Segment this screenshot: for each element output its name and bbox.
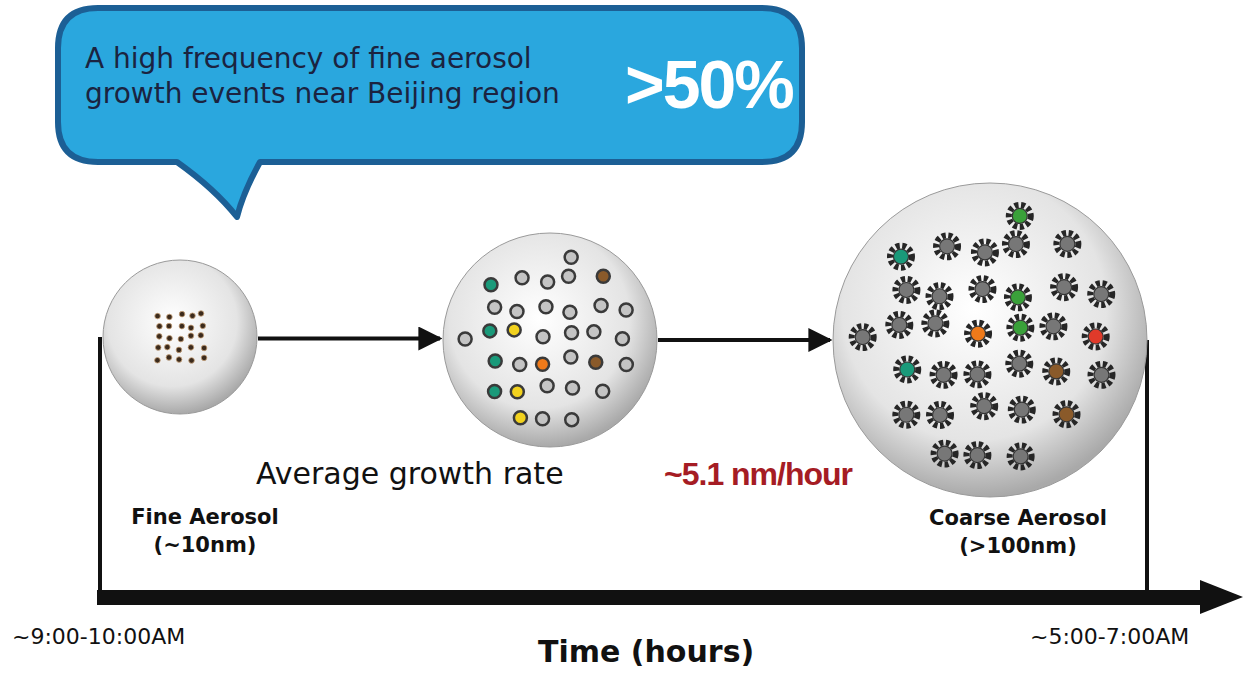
growth-arrow [658,338,830,342]
fine-aerosol-circle: Fine Aerosol (~10nm) [102,259,258,415]
size-label: Coarse Aerosol (>100nm) [900,504,1136,561]
end-time-label: ~5:00-7:00AM [1030,624,1189,649]
particle-ball [443,233,657,447]
particle-dots [459,251,633,426]
time-axis-head [1200,580,1243,614]
time-axis-bar [97,590,1205,605]
particle-outline [102,259,258,415]
percentage-value: >50% [625,45,793,123]
bubble-text: A high frequency of fine aerosol growth … [85,41,625,111]
growth-arrow [258,337,440,341]
start-marker-line [98,337,102,598]
particle-dots [155,311,207,364]
particle-ball [833,183,1147,497]
particle-ball [103,260,257,414]
growth-rate-label: Average growth rate [256,456,564,491]
start-time-label: ~9:00-10:00AM [12,624,185,649]
growth-rate-value: ~5.1 nm/hour [664,456,852,493]
end-marker-line [1145,340,1149,598]
speech-bubble: A high frequency of fine aerosol growth … [55,5,805,165]
particle-dots [852,205,1113,468]
particle-outline [832,182,1148,498]
size-label: Fine Aerosol (~10nm) [120,503,290,560]
growing-aerosol-circle: Average growth rate~5.1 nm/hour [442,232,658,448]
bubble-shape [58,8,802,217]
coarse-aerosol-circle: Coarse Aerosol (>100nm) [832,182,1148,498]
particle-outline [442,232,658,448]
axis-title: Time (hours) [538,634,754,669]
